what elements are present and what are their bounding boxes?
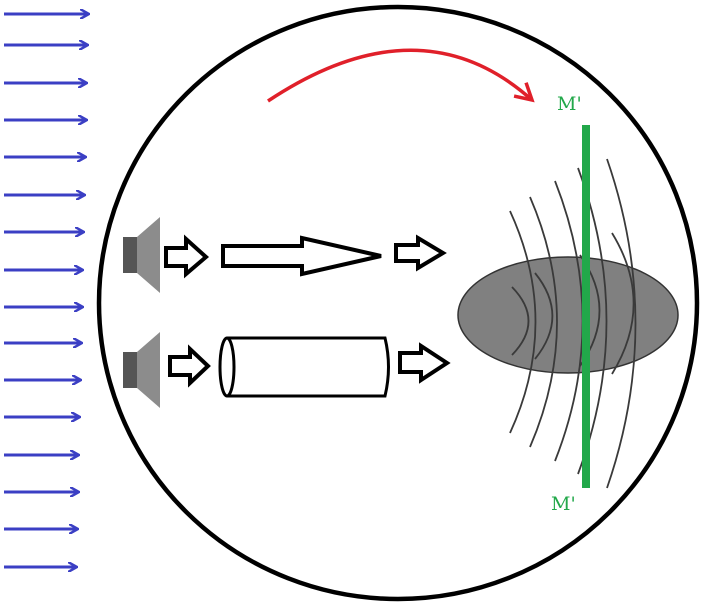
wave-arc [577, 167, 608, 475]
field-arrows [4, 14, 88, 567]
hollow-arrow-icon [398, 342, 451, 384]
bottom-marker-label: M' [551, 493, 576, 515]
wave-arc [529, 196, 558, 448]
rotation-arrow [267, 48, 535, 103]
hollow-arrow-icon [164, 234, 210, 279]
cylinder-icon [218, 336, 390, 398]
wave-arc [509, 210, 537, 434]
speaker-icon [123, 332, 160, 408]
hollow-arrow-icon [168, 344, 211, 388]
ellipsoid [457, 256, 679, 374]
wave-arc [511, 286, 530, 356]
hollow-arrow-icon [394, 234, 447, 272]
speaker-icon [123, 217, 160, 293]
wave-arc [611, 232, 635, 375]
wave-arc [534, 272, 554, 360]
cone-arrow-icon [221, 235, 382, 277]
wave-arc [606, 158, 637, 489]
top-marker-label: M' [557, 93, 582, 115]
sphere-outline [96, 4, 700, 602]
